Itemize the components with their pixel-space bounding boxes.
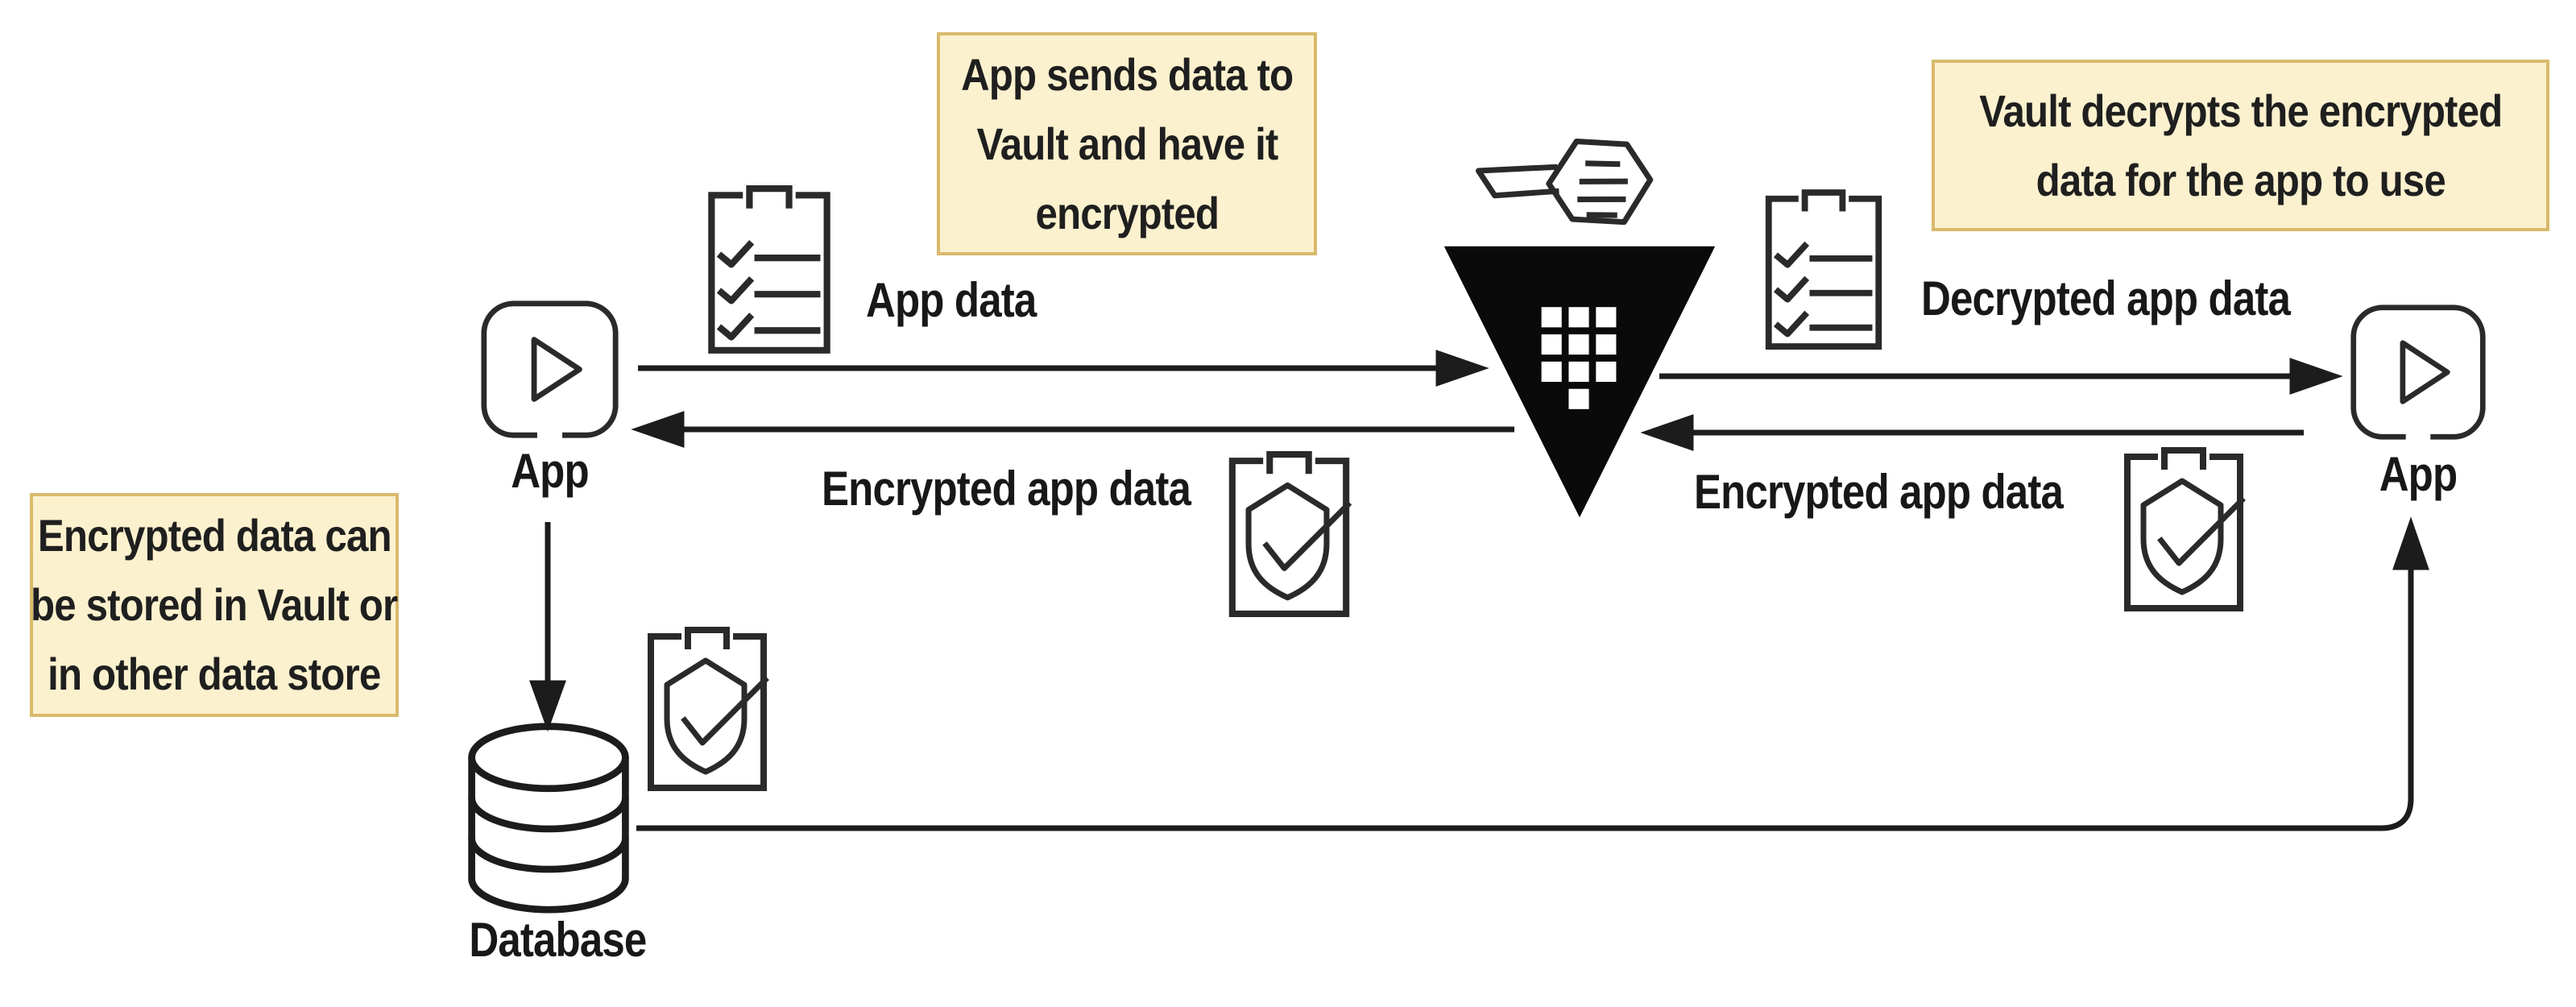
note-line: encrypted: [1035, 187, 1219, 238]
arrow-app-to-database: [529, 522, 566, 732]
key-icon: [1477, 136, 1654, 232]
node-label-database: Database: [469, 913, 647, 967]
app-play-icon: [2354, 308, 2483, 441]
note-vault-decrypts: Vault decrypts the encrypted data for th…: [1932, 60, 2549, 231]
node-label-app: App: [511, 444, 589, 498]
arrow-vault-to-app: [631, 411, 1514, 448]
edge-label-encrypted-app-data: Encrypted app data: [822, 462, 1191, 516]
shield-check-clipboard-icon: [2127, 450, 2242, 608]
note-line: Vault and have it: [976, 118, 1278, 169]
edge-label-encrypted-app-data: Encrypted app data: [1694, 465, 2064, 519]
note-line: Encrypted data can: [37, 510, 392, 561]
node-label-app: App: [2379, 447, 2458, 501]
note-line: in other data store: [48, 649, 381, 699]
note-line: data for the app to use: [2036, 154, 2446, 205]
database-cylinder-icon: [472, 727, 626, 910]
shield-check-clipboard-icon: [651, 630, 765, 788]
shield-check-clipboard-icon: [1232, 454, 1348, 614]
checklist-clipboard-icon: [711, 189, 826, 350]
edge-label-app-data: App data: [866, 273, 1037, 327]
edge-label-decrypted-app-data: Decrypted app data: [1921, 271, 2291, 325]
note-line: App sends data to: [960, 48, 1294, 100]
arrow-app-to-vault: [638, 350, 1489, 387]
checklist-clipboard-icon: [1769, 193, 1879, 346]
note-line: Vault decrypts the encrypted: [1978, 85, 2503, 136]
note-line: be stored in Vault or: [31, 579, 398, 630]
vault-logo: [1443, 246, 1716, 518]
arrow-app-right-to-vault: [1640, 414, 2304, 451]
arrow-database-to-app-right: [636, 516, 2429, 831]
note-app-sends-data: App sends data to Vault and have it encr…: [937, 32, 1317, 255]
app-play-icon: [484, 304, 615, 440]
note-encrypted-storage: Encrypted data can be stored in Vault or…: [30, 493, 399, 717]
arrow-vault-to-app-right: [1659, 358, 2343, 395]
